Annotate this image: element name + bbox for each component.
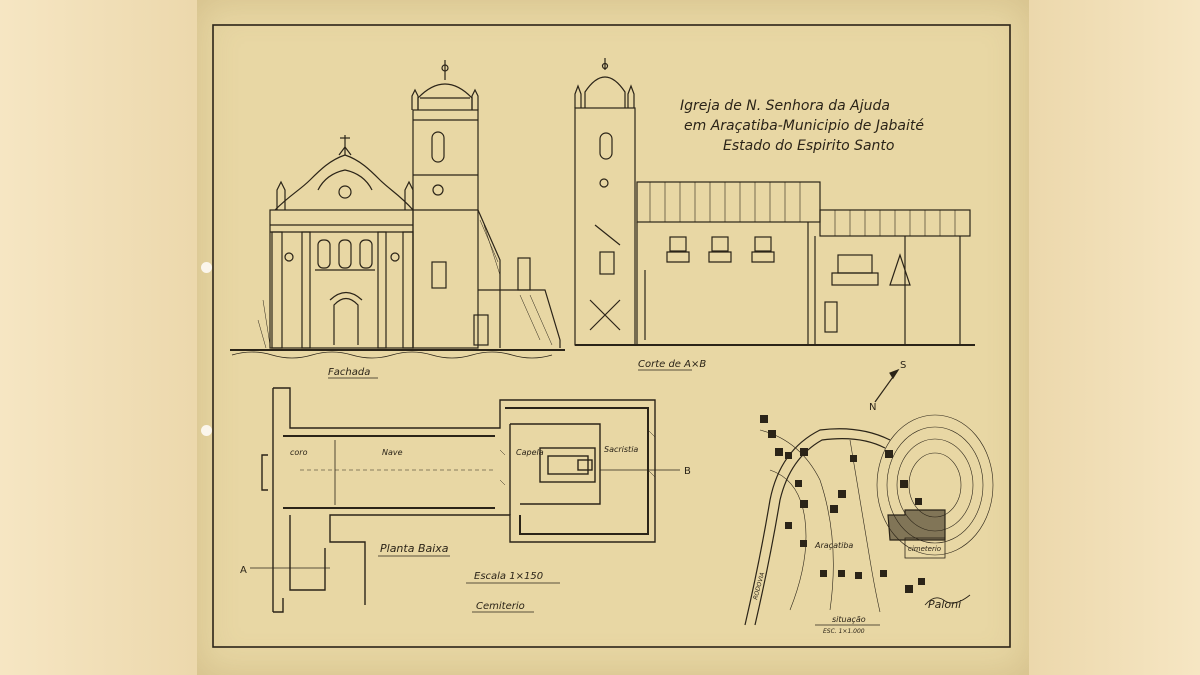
aracatiba-label: Araçatiba xyxy=(814,541,853,550)
situacao-scale-label: ESC. 1×1.000 xyxy=(823,628,865,635)
capela-label: Capela xyxy=(516,448,544,457)
facade-drawing xyxy=(230,60,565,359)
south-label: S xyxy=(900,360,906,371)
site-plan xyxy=(744,368,994,626)
left-margin xyxy=(0,0,197,675)
escala-label: Escala 1×150 xyxy=(474,571,543,582)
title-line-2: em Araçatiba-Municipio de Jabaité xyxy=(684,118,924,134)
right-margin xyxy=(1029,0,1200,675)
coro-label: coro xyxy=(290,448,308,457)
title-line-1: Igreja de N. Senhora da Ajuda xyxy=(680,98,890,114)
punch-hole xyxy=(201,262,212,273)
cemiterio-plan-label: Cemiterio xyxy=(476,601,525,612)
nave-label: Nave xyxy=(382,448,403,457)
floor-plan xyxy=(250,387,680,613)
corte-label: Corte de A×B xyxy=(638,359,706,370)
cemiterio-site-label: cimeterio xyxy=(908,545,941,553)
planta-label: Planta Baixa xyxy=(380,542,449,555)
point-b-label: B xyxy=(684,466,691,477)
frame-border xyxy=(212,24,1011,648)
point-a-label: A xyxy=(240,565,247,576)
north-label: N xyxy=(869,402,876,413)
section-drawing xyxy=(574,58,975,346)
punch-hole xyxy=(201,425,212,436)
title-line-3: Estado do Espirito Santo xyxy=(723,138,894,154)
fachada-label: Fachada xyxy=(328,367,370,378)
signature: Paloni xyxy=(928,598,961,611)
sacristia-label: Sacristia xyxy=(604,445,638,454)
situacao-label: situação xyxy=(832,615,866,624)
drawing-sheet xyxy=(197,0,1029,675)
